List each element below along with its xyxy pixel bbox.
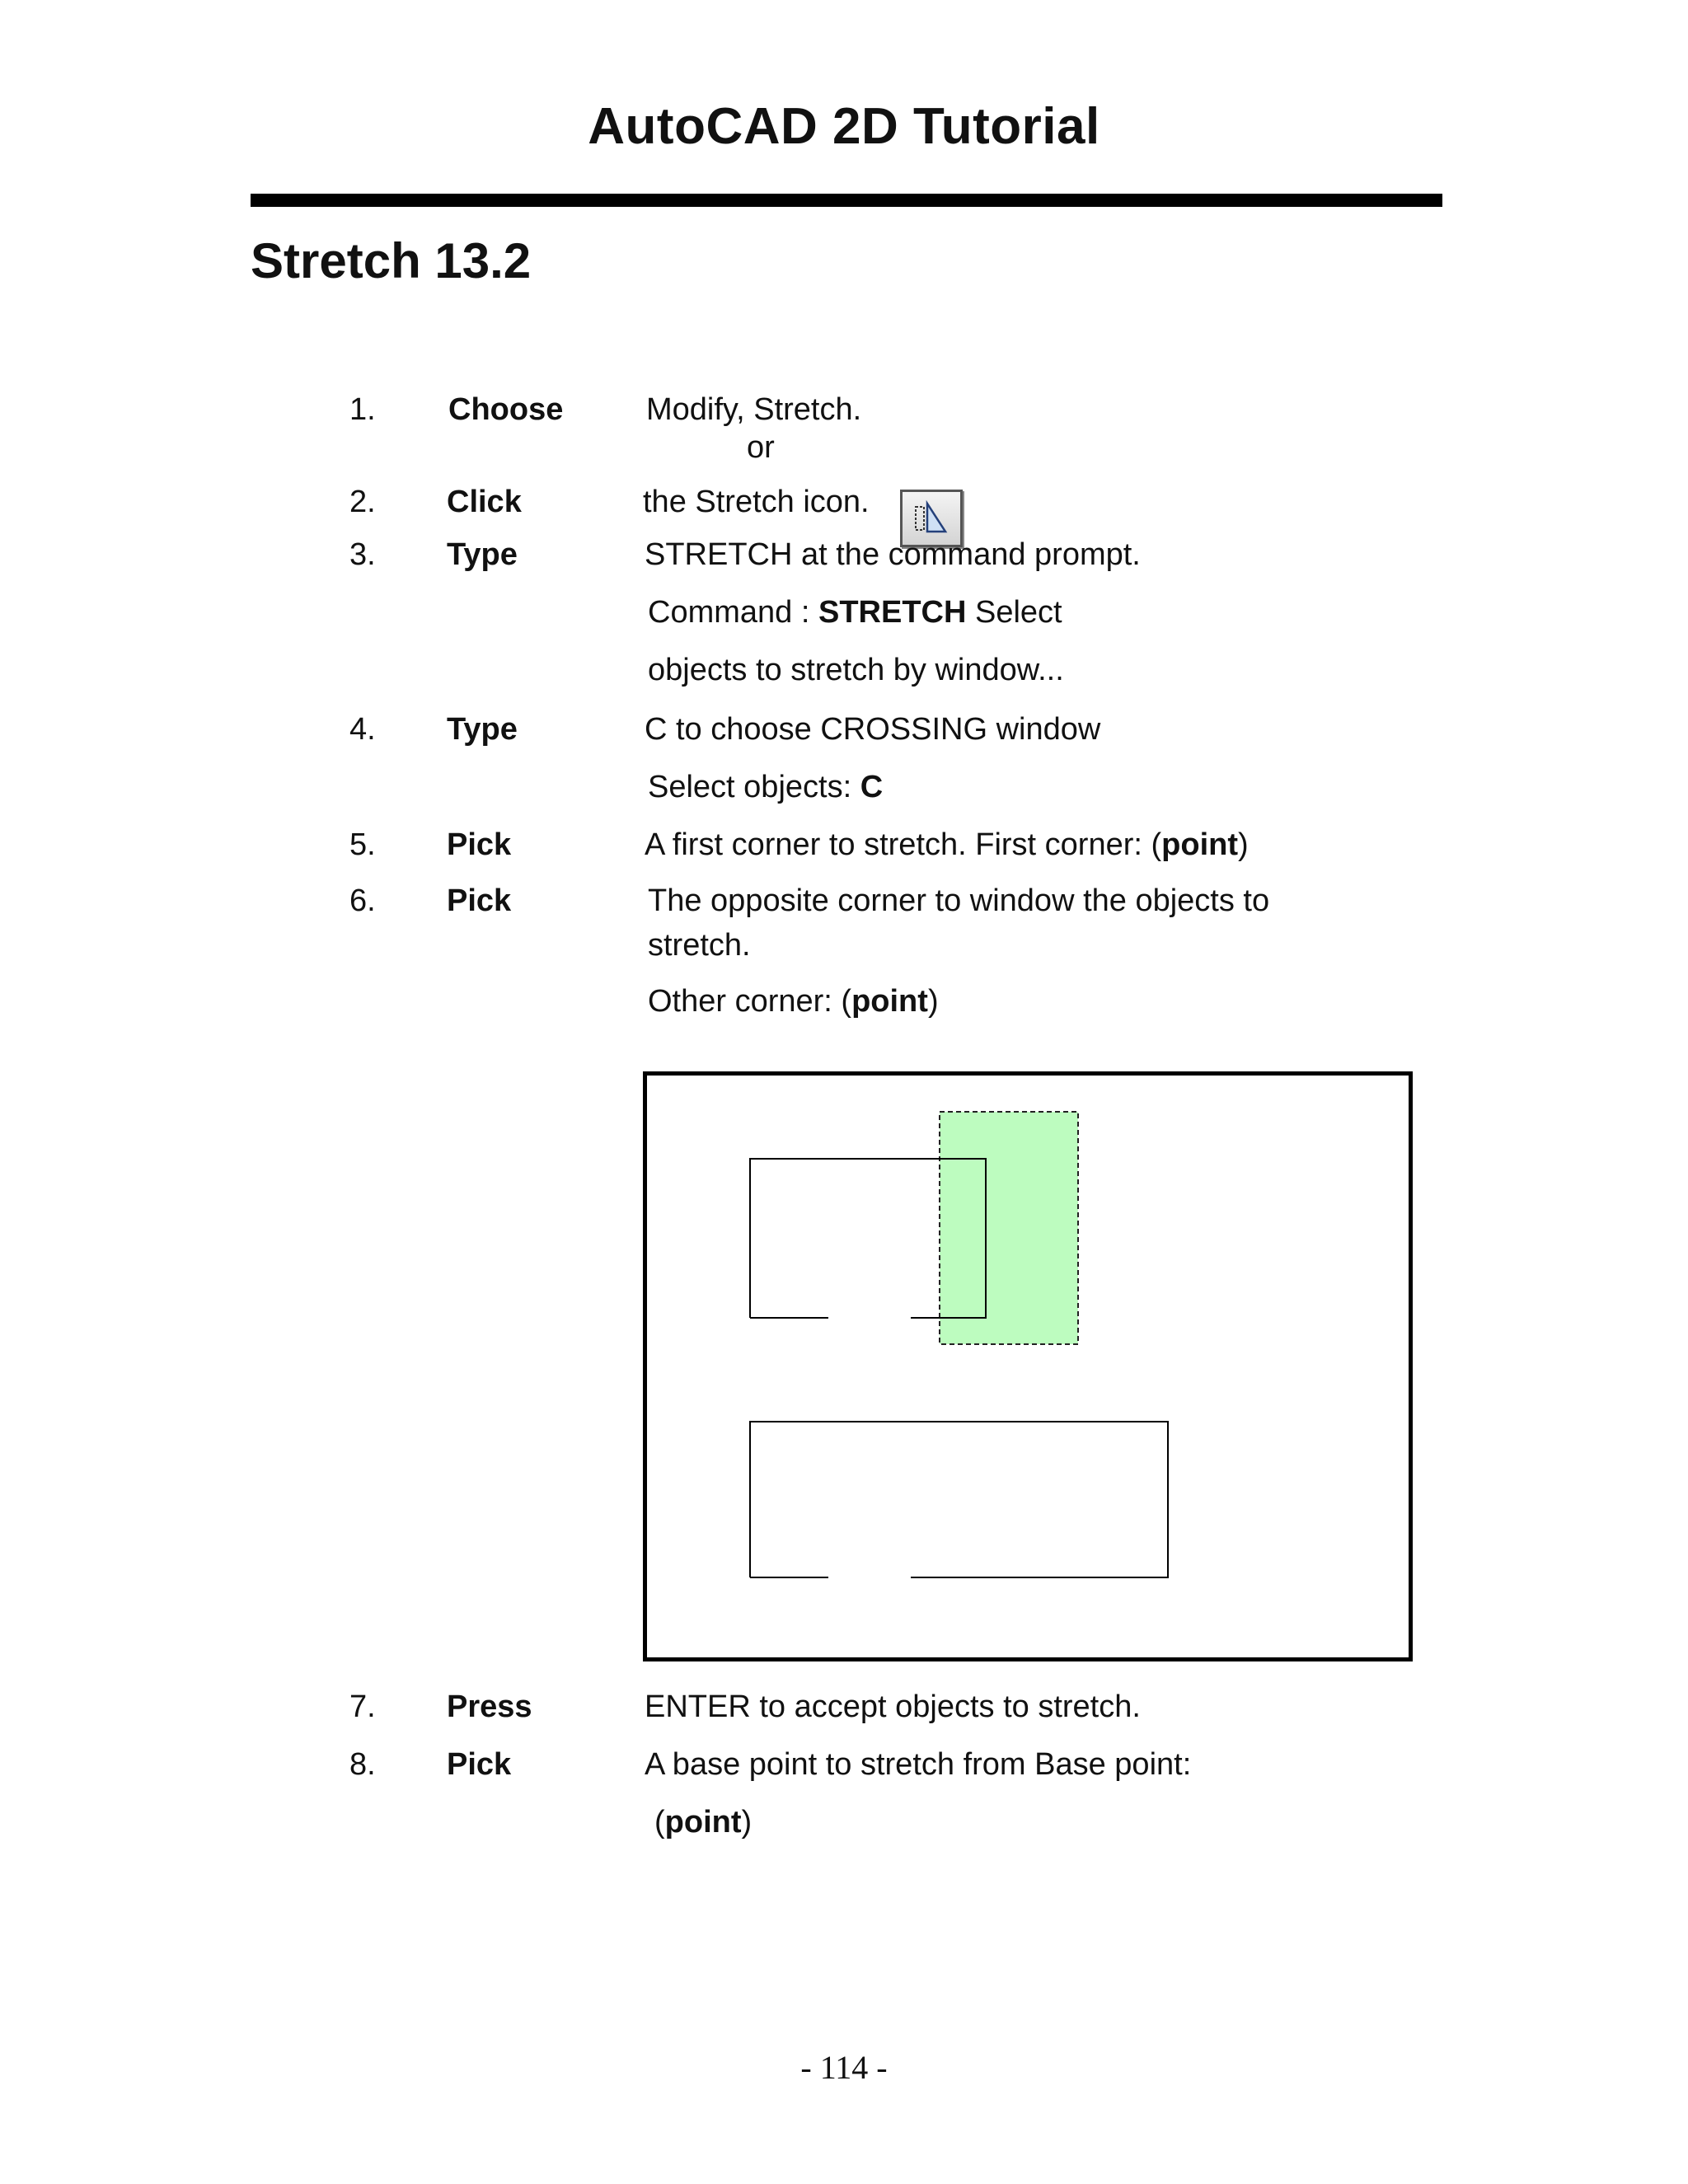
figure-drawing: [749, 1111, 1169, 1578]
step-8-text: A base point to stretch from Base point:: [645, 1747, 1192, 1782]
step-7-text: ENTER to accept objects to stretch.: [645, 1690, 1141, 1724]
step-6-verb: Pick: [447, 883, 512, 918]
step-6-corner-line: Other corner: (point): [648, 984, 939, 1019]
step-1-number: 1.: [349, 392, 376, 427]
crossing-window: [939, 1111, 1079, 1345]
step-3-command-line: Command : STRETCH Select: [648, 595, 1062, 630]
stretch-icon[interactable]: [900, 490, 963, 547]
step-1-text: Modify, Stretch.: [646, 392, 862, 427]
step-1-verb: Choose: [448, 392, 564, 427]
lower-shape: [749, 1421, 1169, 1578]
step-3-text: STRETCH at the command prompt.: [645, 537, 1141, 572]
step-8-verb: Pick: [447, 1747, 512, 1782]
step-7-number: 7.: [349, 1690, 376, 1724]
step-4-verb: Type: [447, 712, 518, 747]
step-4-select-line: Select objects: C: [648, 770, 884, 804]
step-6-number: 6.: [349, 883, 376, 918]
step-7-verb: Press: [447, 1690, 532, 1724]
step-3-verb: Type: [447, 537, 518, 572]
stretch-crossing-figure: [643, 1071, 1413, 1661]
step-5-text: A first corner to stretch. First corner:…: [645, 827, 1249, 862]
section-title: Stretch 13.2: [251, 233, 532, 288]
step-5-verb: Pick: [447, 827, 512, 862]
step-6-text: The opposite corner to window the object…: [648, 883, 1270, 918]
step-4-number: 4.: [349, 712, 376, 747]
or-separator: or: [747, 430, 775, 465]
document-title: AutoCAD 2D Tutorial: [588, 98, 1100, 155]
step-2-number: 2.: [349, 485, 376, 519]
step-5-number: 5.: [349, 827, 376, 862]
step-6-text-continued: stretch.: [648, 928, 751, 963]
page-number: - 114 -: [800, 2049, 888, 2086]
upper-shape: [749, 1158, 987, 1319]
step-3-prompt-line: objects to stretch by window...: [648, 653, 1064, 687]
title-rule: [251, 194, 1442, 207]
step-3-number: 3.: [349, 537, 376, 572]
step-2-verb: Click: [447, 485, 522, 519]
step-8-number: 8.: [349, 1747, 376, 1782]
step-2-text: the Stretch icon.: [643, 485, 870, 519]
step-4-text: C to choose CROSSING window: [645, 712, 1101, 747]
step-8-point-line: (point): [654, 1805, 753, 1840]
